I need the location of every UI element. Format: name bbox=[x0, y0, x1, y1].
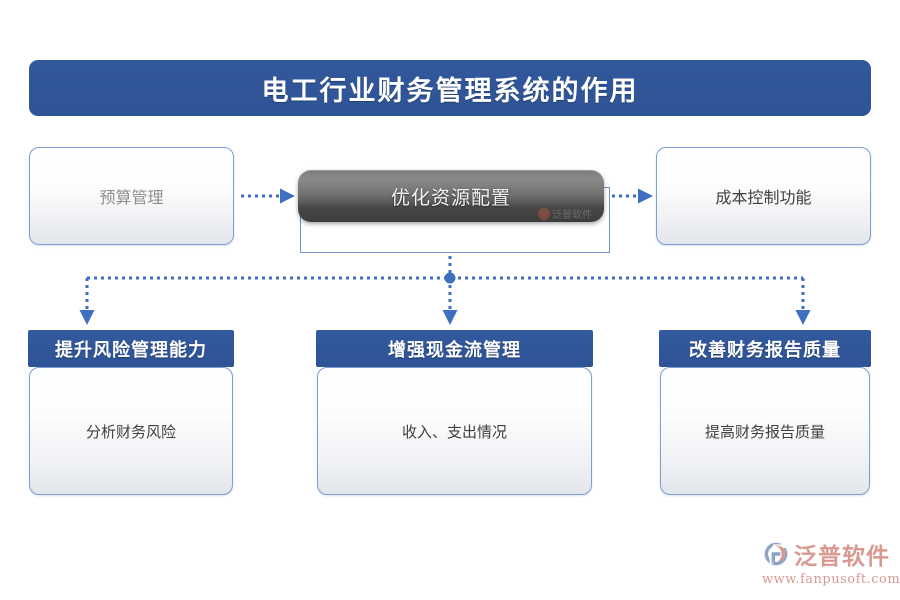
group-financial-report-header: 改善财务报告质量 bbox=[659, 330, 871, 367]
node-budget-management-label: 预算管理 bbox=[99, 188, 164, 207]
capsule-watermark: 泛普软件 bbox=[538, 206, 592, 221]
brand-logo-url: www.fanpusoft.com bbox=[762, 572, 900, 587]
group-financial-report-body[interactable]: 提高财务报告质量 bbox=[660, 367, 870, 495]
group-financial-report-header-label: 改善财务报告质量 bbox=[689, 339, 841, 361]
node-optimize-resource-allocation[interactable]: 优化资源配置 泛普软件 bbox=[298, 170, 604, 222]
node-budget-management[interactable]: 预算管理 bbox=[29, 147, 234, 245]
watermark-label: 泛普软件 bbox=[552, 210, 592, 221]
group-cash-flow[interactable]: 增强现金流管理 收入、支出情况 bbox=[316, 330, 593, 495]
group-risk-management-header-label: 提升风险管理能力 bbox=[55, 339, 207, 361]
group-risk-management-body[interactable]: 分析财务风险 bbox=[29, 367, 233, 495]
watermark-logo-icon bbox=[538, 207, 550, 220]
group-financial-report-body-label: 提高财务报告质量 bbox=[704, 422, 825, 441]
group-risk-management[interactable]: 提升风险管理能力 分析财务风险 bbox=[28, 330, 234, 495]
group-cash-flow-header: 增强现金流管理 bbox=[316, 330, 593, 367]
group-financial-report[interactable]: 改善财务报告质量 提高财务报告质量 bbox=[659, 330, 871, 495]
page-title: 电工行业财务管理系统的作用 bbox=[261, 75, 639, 107]
diagram-title-bar: 电工行业财务管理系统的作用 bbox=[29, 60, 871, 116]
brand-logo-row: 泛普软件 bbox=[762, 537, 892, 571]
fanpu-logo-icon bbox=[764, 542, 788, 566]
brand-logo-name: 泛普软件 bbox=[794, 544, 890, 570]
brand-logo: 泛普软件 www.fanpusoft.com bbox=[762, 537, 900, 593]
node-optimize-resource-allocation-label: 优化资源配置 bbox=[390, 186, 511, 209]
group-cash-flow-body-label: 收入、支出情况 bbox=[401, 422, 507, 441]
group-risk-management-header: 提升风险管理能力 bbox=[28, 330, 234, 367]
node-cost-control[interactable]: 成本控制功能 bbox=[656, 147, 871, 245]
group-cash-flow-header-label: 增强现金流管理 bbox=[388, 339, 521, 361]
node-cost-control-label: 成本控制功能 bbox=[715, 188, 812, 207]
group-cash-flow-body[interactable]: 收入、支出情况 bbox=[317, 367, 592, 495]
group-risk-management-body-label: 分析财务风险 bbox=[85, 422, 176, 441]
